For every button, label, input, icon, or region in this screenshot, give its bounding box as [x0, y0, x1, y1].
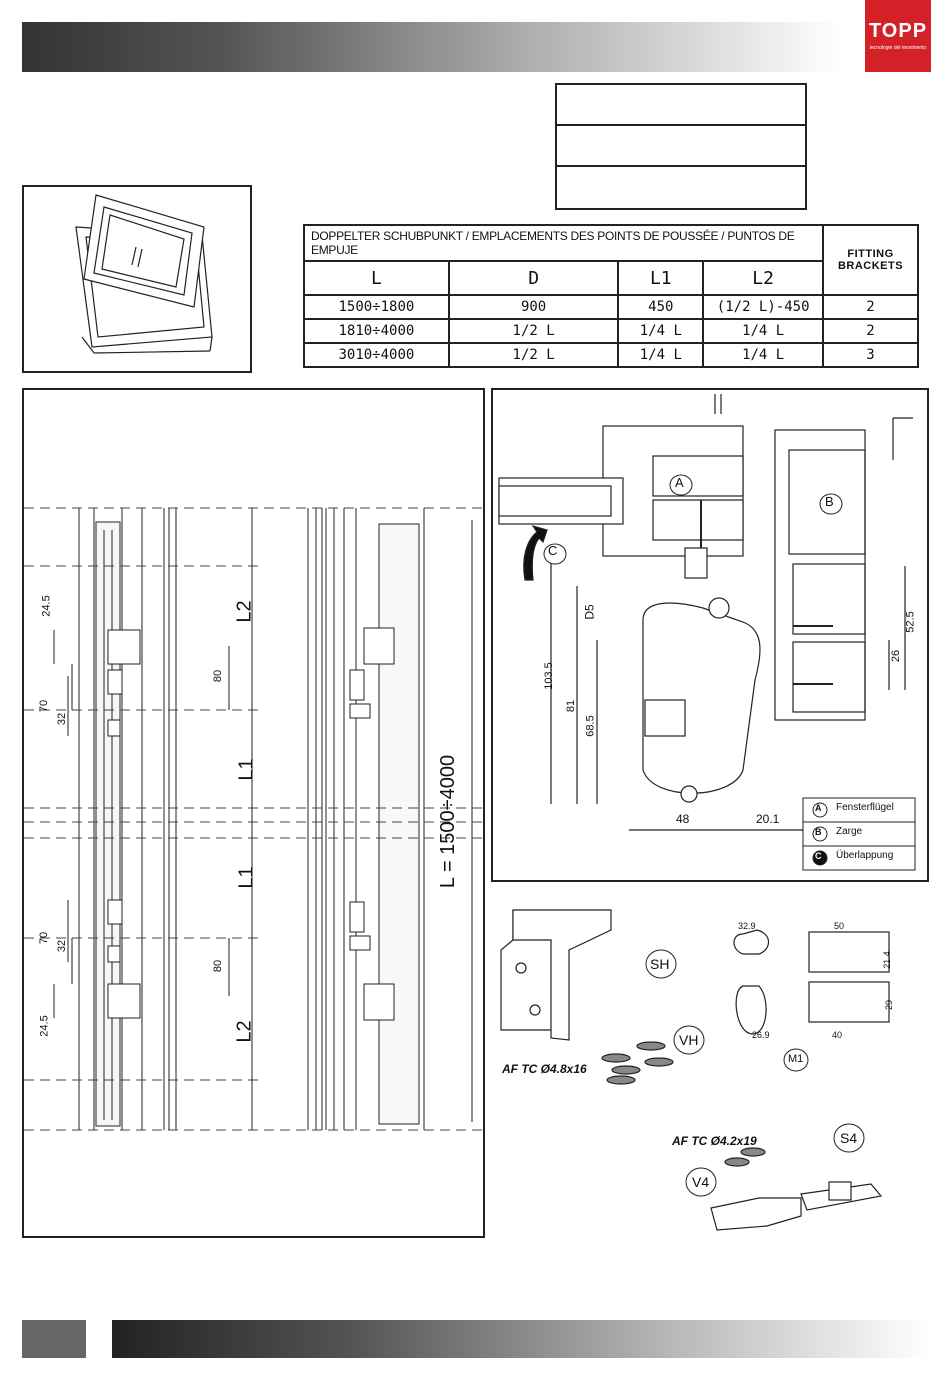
push-points-table: DOPPELTER SCHUBPUNKT / EMPLACEMENTS DES … — [302, 224, 919, 368]
col-header-L: L — [303, 260, 450, 296]
table-cell: 1/4 L — [702, 342, 825, 368]
elevation-drawing — [24, 507, 483, 1131]
window-thumbnail — [22, 185, 252, 373]
table-cell: (1/2 L)-450 — [702, 294, 825, 320]
footer-gradient-bar — [112, 1320, 930, 1358]
table-cell: 1/2 L — [447, 318, 620, 344]
table-cell: 2 — [822, 294, 919, 320]
table-cell: 2 — [822, 318, 919, 344]
table-row: 1810÷4000 1/2 L 1/4 L 1/4 L 2 — [303, 318, 919, 344]
tilted-window-icon — [75, 194, 213, 354]
blank-row — [557, 85, 805, 126]
table-cell: 1/4 L — [702, 318, 825, 344]
table-cell: 1/4 L — [617, 318, 705, 344]
table-row: 3010÷4000 1/2 L 1/4 L 1/4 L 3 — [303, 342, 919, 368]
brand-tagline: tecnologie del movimento — [869, 45, 927, 51]
header-gradient-bar — [22, 22, 842, 72]
table-cell: 3010÷4000 — [303, 342, 450, 368]
table-cell: 1500÷1800 — [303, 294, 450, 320]
fitting-brackets-header: FITTING BRACKETS — [822, 224, 919, 296]
table-title: DOPPELTER SCHUBPUNKT / EMPLACEMENTS DES … — [302, 224, 825, 262]
table-cell: 450 — [617, 294, 705, 320]
table-cell: 1/2 L — [447, 342, 620, 368]
table-cell: 900 — [447, 294, 620, 320]
blank-info-box — [555, 83, 807, 210]
section-drawing-panel — [491, 388, 929, 882]
col-header-D: D — [447, 260, 620, 296]
brand-logo: TOPP tecnologie del movimento — [865, 0, 931, 72]
brand-name: TOPP — [868, 20, 928, 42]
elevation-drawing-panel — [22, 388, 485, 1238]
parts-illustration — [500, 909, 890, 1231]
table-row: 1500÷1800 900 450 (1/2 L)-450 2 — [303, 294, 919, 320]
table-cell: 3 — [822, 342, 919, 368]
blank-row — [557, 126, 805, 167]
table-cell: 1/4 L — [617, 342, 705, 368]
page-number-block — [22, 1320, 86, 1358]
table-cell: 1810÷4000 — [303, 318, 450, 344]
blank-row — [557, 167, 805, 208]
col-header-L1: L1 — [617, 260, 705, 296]
section-drawing — [498, 394, 916, 871]
col-header-L2: L2 — [702, 260, 825, 296]
